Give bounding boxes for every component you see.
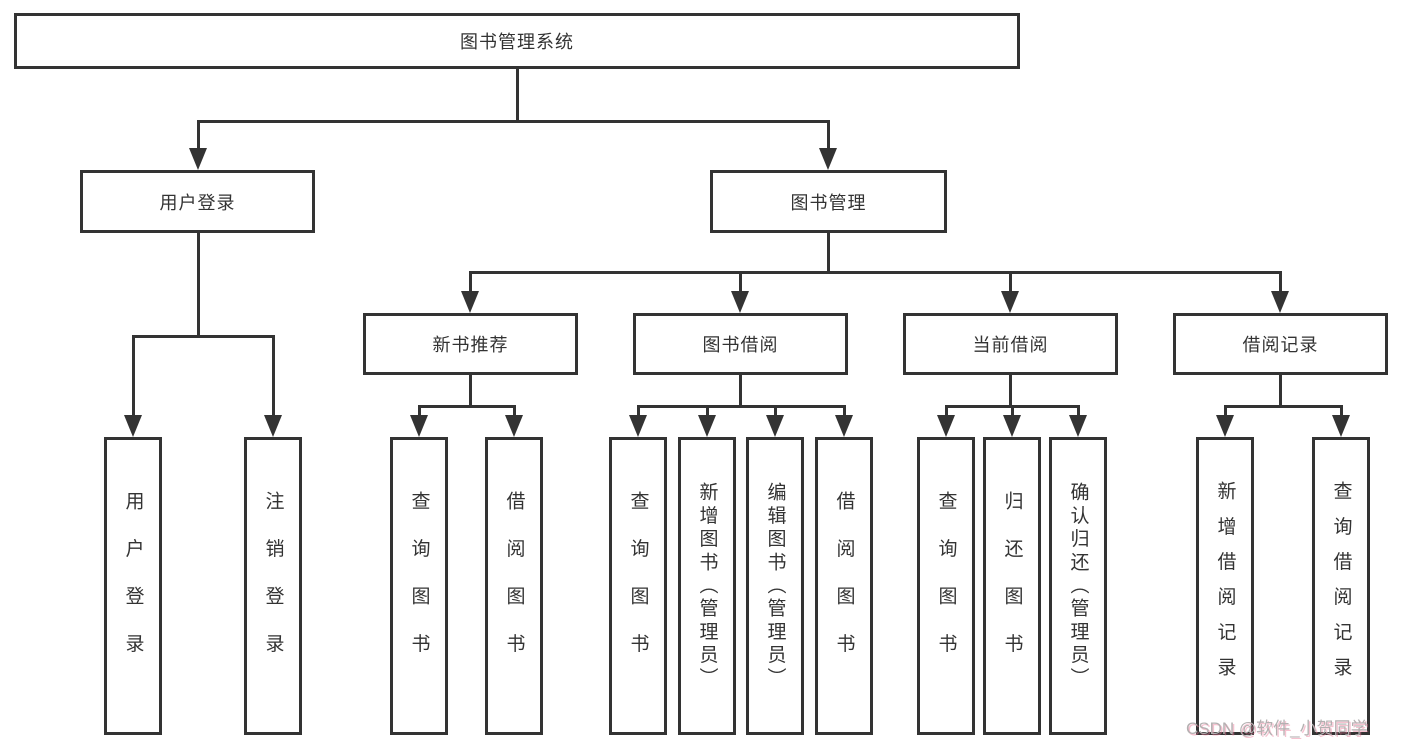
connector-drop-leaf-user-login	[131, 335, 135, 416]
connector-new-book-bus	[417, 405, 516, 408]
csdn-watermark: CSDN @软件_小贺同学	[1186, 719, 1368, 738]
connector-drop	[636, 405, 640, 416]
arrowhead	[1216, 415, 1234, 437]
leaf-user-login: 用户登录	[104, 437, 162, 735]
arrowhead-leaf-logout	[264, 415, 282, 437]
leaf-query-book-borrow: 查询图书	[609, 437, 667, 735]
node-label: 借阅记录	[1242, 335, 1319, 355]
arrowhead	[410, 415, 428, 437]
node-book-management: 图书管理	[710, 170, 947, 233]
arrowhead-user-login	[189, 148, 207, 170]
leaf-label: 注销登录	[262, 491, 284, 681]
arrowhead	[1069, 415, 1087, 437]
arrowhead	[1003, 415, 1021, 437]
arrowhead	[937, 415, 955, 437]
leaf-edit-book-admin: 编辑图书（管理员）	[746, 437, 804, 735]
connector-book-borrow-bus	[636, 405, 846, 408]
connector-book-management-stem	[826, 233, 830, 271]
connector-drop	[773, 405, 777, 416]
connector-user-login-stem	[196, 233, 200, 335]
node-label: 图书管理系统	[460, 32, 574, 52]
node-label: 图书管理	[790, 192, 867, 213]
node-library-management-system: 图书管理系统	[14, 13, 1020, 69]
connector-book-management-bus	[468, 271, 1282, 274]
leaf-label: 查询图书	[627, 491, 649, 681]
connector-drop	[512, 405, 516, 416]
connector-book-borrow-stem	[738, 375, 742, 405]
leaf-label: 新增图书（管理员）	[696, 481, 718, 691]
connector-root-bus	[196, 120, 830, 123]
node-current-borrow: 当前借阅	[903, 313, 1118, 375]
node-label: 图书借阅	[702, 335, 779, 355]
node-label: 当前借阅	[972, 335, 1049, 355]
arrowhead-book-borrow	[731, 291, 749, 313]
leaf-add-book-admin: 新增图书（管理员）	[678, 437, 736, 735]
leaf-return-book: 归还图书	[983, 437, 1041, 735]
node-new-book-recommend: 新书推荐	[363, 313, 578, 375]
node-label: 新书推荐	[432, 335, 509, 355]
arrowhead	[835, 415, 853, 437]
leaf-borrow-book-recommend: 借阅图书	[485, 437, 543, 735]
node-user-login: 用户登录	[80, 170, 315, 233]
node-label: 用户登录	[159, 192, 236, 213]
connector-drop-new-book	[468, 271, 472, 292]
connector-drop	[1223, 405, 1227, 416]
leaf-label: 归还图书	[1001, 491, 1023, 681]
leaf-logout-login: 注销登录	[244, 437, 302, 735]
arrowhead-new-book	[461, 291, 479, 313]
leaf-label: 借阅图书	[833, 491, 855, 681]
leaf-borrow-book: 借阅图书	[815, 437, 873, 735]
connector-borrow-record-bus	[1223, 405, 1343, 408]
connector-drop-user-login	[196, 120, 200, 149]
arrowhead-borrow-record	[1271, 291, 1289, 313]
connector-drop	[1010, 405, 1014, 416]
connector-drop	[944, 405, 948, 416]
arrowhead	[766, 415, 784, 437]
connector-drop	[417, 405, 421, 416]
leaf-query-borrow-record: 查询借阅记录	[1312, 437, 1370, 735]
leaf-query-book-current: 查询图书	[917, 437, 975, 735]
arrowhead-book-management	[819, 148, 837, 170]
node-borrow-record: 借阅记录	[1173, 313, 1388, 375]
leaf-query-book-recommend: 查询图书	[390, 437, 448, 735]
leaf-confirm-return-admin: 确认归还（管理员）	[1049, 437, 1107, 735]
leaf-label: 确认归还（管理员）	[1067, 481, 1089, 691]
connector-drop-book-management	[826, 120, 830, 149]
arrowhead	[505, 415, 523, 437]
connector-borrow-record-stem	[1278, 375, 1282, 405]
leaf-label: 借阅图书	[503, 491, 525, 681]
arrowhead-leaf-user-login	[124, 415, 142, 437]
connector-drop-current-borrow	[1008, 271, 1012, 292]
connector-drop	[705, 405, 709, 416]
arrowhead	[1332, 415, 1350, 437]
connector-drop	[1076, 405, 1080, 416]
connector-drop-book-borrow	[738, 271, 742, 292]
connector-drop	[1339, 405, 1343, 416]
arrowhead	[698, 415, 716, 437]
arrowhead-current-borrow	[1001, 291, 1019, 313]
connector-root-stem	[515, 69, 519, 120]
connector-user-login-bus	[131, 335, 275, 338]
leaf-label: 查询借阅记录	[1330, 480, 1352, 692]
arrowhead	[629, 415, 647, 437]
leaf-label: 查询图书	[935, 491, 957, 681]
connector-drop-borrow-record	[1278, 271, 1282, 292]
connector-drop	[842, 405, 846, 416]
connector-drop-leaf-logout	[271, 335, 275, 416]
leaf-label: 查询图书	[408, 491, 430, 681]
leaf-add-borrow-record: 新增借阅记录	[1196, 437, 1254, 735]
node-book-borrow: 图书借阅	[633, 313, 848, 375]
leaf-label: 新增借阅记录	[1214, 480, 1236, 692]
leaf-label: 用户登录	[122, 491, 144, 681]
connector-current-borrow-stem	[1008, 375, 1012, 405]
connector-new-book-stem	[468, 375, 472, 405]
leaf-label: 编辑图书（管理员）	[764, 481, 786, 691]
